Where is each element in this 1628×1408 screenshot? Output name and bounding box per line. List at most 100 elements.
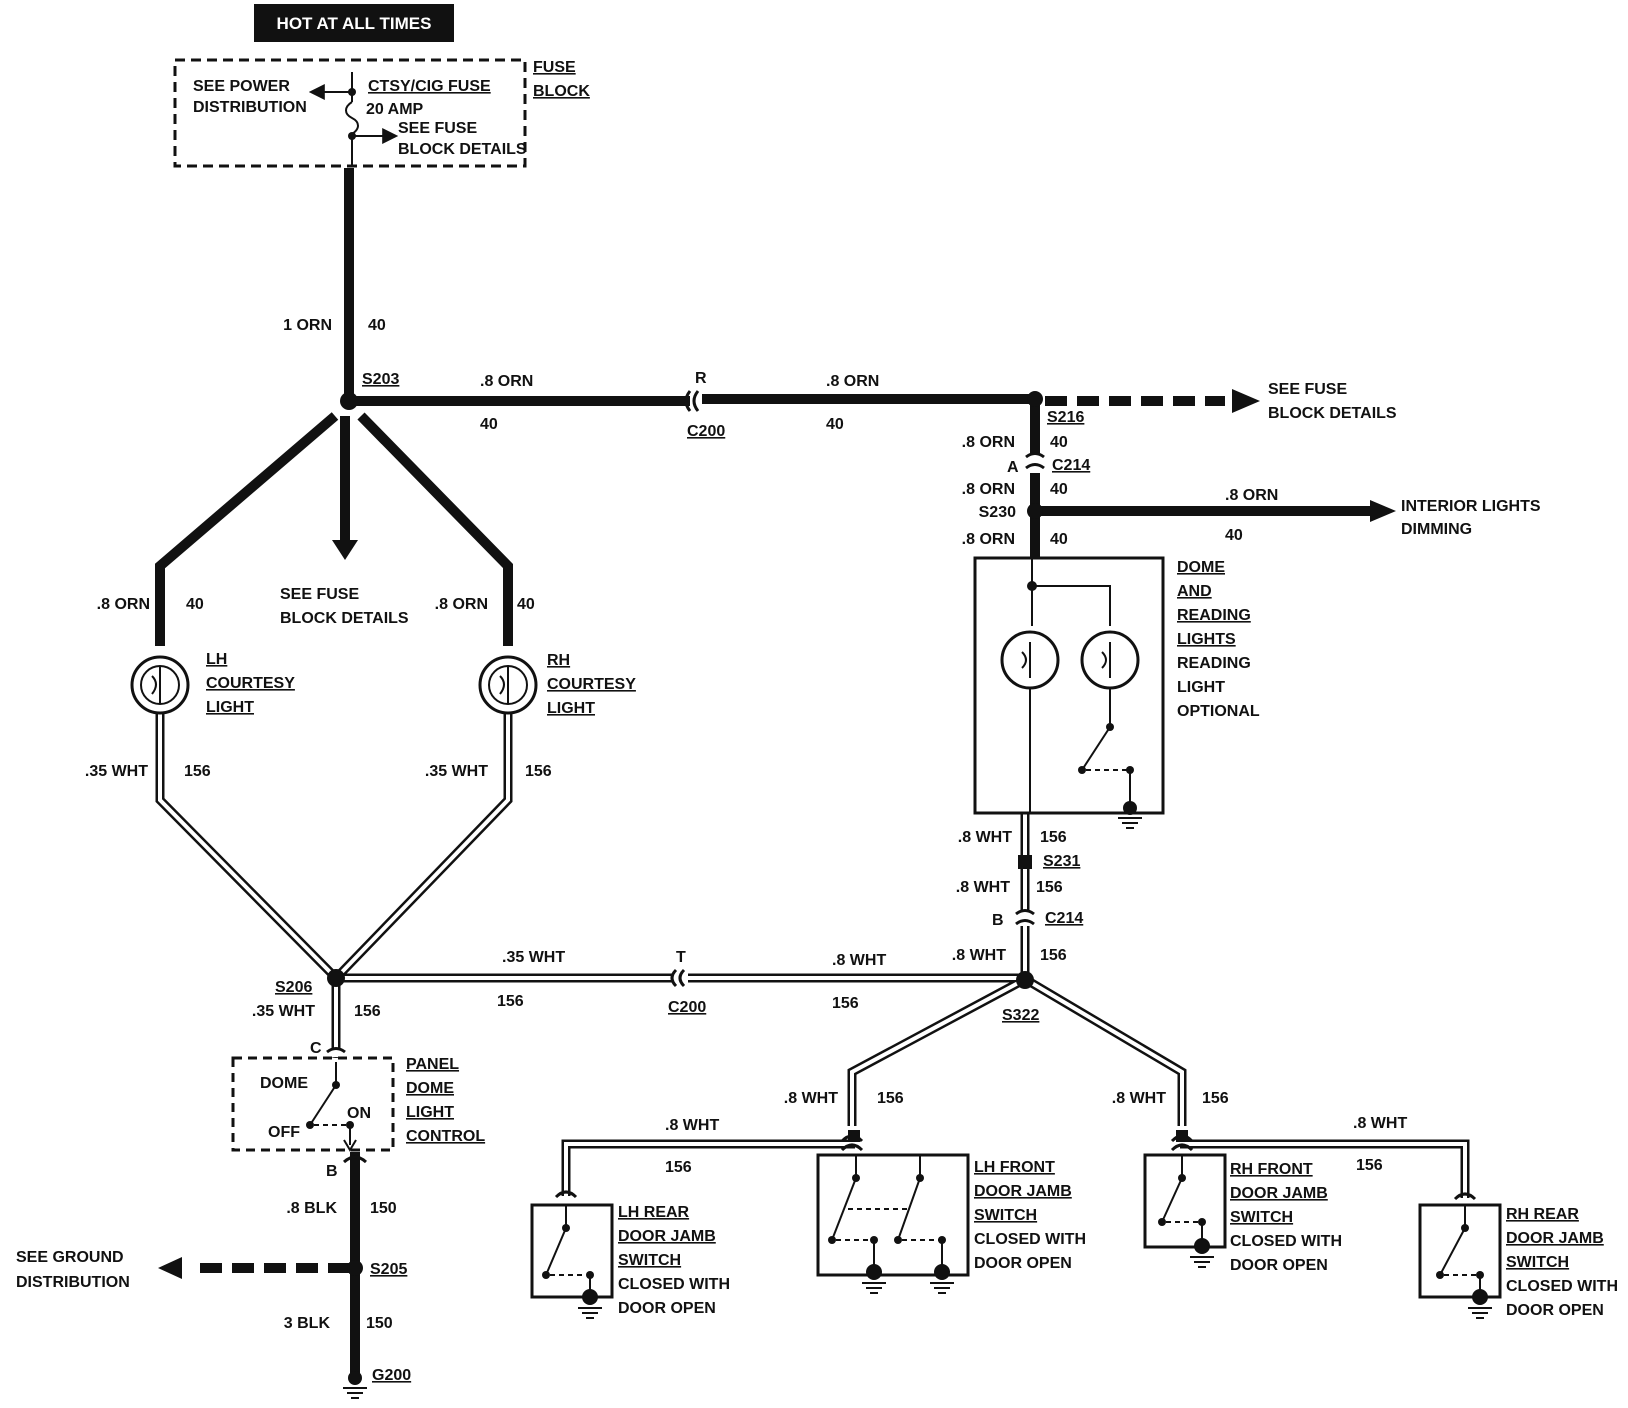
- dimming-1: INTERIOR LIGHTS: [1401, 498, 1541, 515]
- lh-front-door-jamb-switch: [816, 1130, 970, 1294]
- lh-courtesy-label-1: LH: [206, 651, 227, 668]
- c200-t-pin: T: [676, 949, 686, 966]
- ground-note-1: SEE GROUND: [16, 1249, 124, 1266]
- panel-dome-light-control: DOME OFF ON: [231, 1056, 395, 1152]
- c200-right-gauge: .8 ORN: [826, 373, 879, 390]
- panel-label-2: DOME: [406, 1080, 454, 1097]
- c214a-gauge: .8 ORN: [962, 481, 1015, 498]
- s203-label: S203: [362, 371, 399, 388]
- panel-switch-blade: [309, 1084, 337, 1126]
- s216-fuse-2: BLOCK DETAILS: [1268, 405, 1397, 422]
- s322-node: [1016, 971, 1034, 989]
- rhf-label-2: DOOR JAMB: [1230, 1185, 1328, 1202]
- c200t-right-gauge: .8 WHT: [832, 952, 886, 969]
- lhr-label-2: DOOR JAMB: [618, 1228, 716, 1245]
- center-fuse-1: SEE FUSE: [280, 586, 359, 603]
- lhf-circuit: 156: [877, 1090, 904, 1107]
- rhr-ground-icon: [1468, 1307, 1492, 1319]
- splice-nodes: [327, 391, 1043, 1276]
- rhf-circuit: 156: [1202, 1090, 1229, 1107]
- c214-a-pin: A: [1007, 459, 1019, 476]
- panel-c-pin: C: [310, 1040, 322, 1057]
- lh-rear-door-jamb-switch: [530, 1190, 614, 1319]
- s203-right-circuit: 40: [480, 416, 498, 433]
- fuse-name: CTSY/CIG FUSE: [368, 78, 491, 95]
- banner-text: HOT AT ALL TIMES: [277, 14, 432, 33]
- s205-node: [347, 1260, 363, 1276]
- lh-courtesy-label-3: LIGHT: [206, 699, 254, 716]
- rhr-circuit: 156: [1356, 1157, 1383, 1174]
- lhr-gauge: .8 WHT: [665, 1117, 719, 1134]
- s231-gauge: .8 WHT: [956, 879, 1010, 896]
- lh-circuit: 40: [186, 596, 204, 613]
- s206-right-circuit: 156: [497, 993, 524, 1010]
- fuse-input-node: [348, 88, 356, 96]
- dimming-arrow: [1370, 500, 1396, 522]
- fuse-details-1: SEE FUSE: [398, 120, 477, 137]
- center-fuse-details-arrow: [332, 540, 358, 560]
- c200t-right-circuit: 156: [832, 995, 859, 1012]
- lhf-to-lhr-wire: [561, 1139, 855, 1196]
- main-gauge: 1 ORN: [283, 317, 332, 334]
- dome-out-gauge: .8 WHT: [958, 829, 1012, 846]
- s322-label: S322: [1002, 1007, 1039, 1024]
- panel-out-circuit: 150: [370, 1200, 397, 1217]
- c214-b-pin: B: [992, 912, 1004, 929]
- c200-r-connector: [684, 390, 700, 412]
- panel-on-label: ON: [347, 1105, 371, 1122]
- rh-wht-gauge: .35 WHT: [425, 763, 488, 780]
- dimming-2: DIMMING: [1401, 521, 1472, 538]
- rh-courtesy-label-1: RH: [547, 652, 570, 669]
- lh-courtesy-feed-wire: [155, 412, 339, 646]
- panel-b-pin: B: [326, 1163, 338, 1180]
- dome-reading-lights: [973, 556, 1165, 829]
- panel-out-gauge: .8 BLK: [286, 1200, 337, 1217]
- c200-t-connector: [670, 968, 686, 988]
- s205-label: S205: [370, 1261, 407, 1278]
- rhf-label-5: DOOR OPEN: [1230, 1257, 1328, 1274]
- panel-dome-label: DOME: [260, 1075, 308, 1092]
- dome-out-circuit: 156: [1040, 829, 1067, 846]
- lhf-label-2: DOOR JAMB: [974, 1183, 1072, 1200]
- dome-label-6: LIGHT: [1177, 679, 1225, 696]
- s231-circuit: 156: [1036, 879, 1063, 896]
- s230-down-gauge: .8 ORN: [962, 531, 1015, 548]
- lhr-label-5: DOOR OPEN: [618, 1300, 716, 1317]
- rh-front-door-jamb-switch: [1143, 1130, 1227, 1268]
- rhr-label-3: SWITCH: [1506, 1254, 1569, 1271]
- s230-right-gauge: .8 ORN: [1225, 487, 1278, 504]
- fuse-element-icon: [345, 101, 359, 135]
- ground-note-2: DISTRIBUTION: [16, 1274, 130, 1291]
- panel-label-1: PANEL: [406, 1056, 459, 1073]
- rhf-label-3: SWITCH: [1230, 1209, 1293, 1226]
- see-power-2: DISTRIBUTION: [193, 99, 307, 116]
- fuse-block: FUSE BLOCK SEE POWER DISTRIBUTION CTSY/C…: [173, 58, 590, 168]
- lhf-label-3: SWITCH: [974, 1207, 1037, 1224]
- rh-courtesy-feed-wire: [357, 412, 513, 646]
- rh-circuit: 40: [517, 596, 535, 613]
- lhr-ground-icon: [578, 1307, 602, 1319]
- dome-ground-icon: [1118, 817, 1142, 829]
- dome-label-5: READING: [1177, 655, 1251, 672]
- s203-right-gauge: .8 ORN: [480, 373, 533, 390]
- rh-bulb-icon: [499, 666, 509, 704]
- component-labels: LH COURTESY LIGHT RH COURTESY LIGHT DOME…: [206, 559, 1618, 1319]
- s206-label: S206: [275, 979, 312, 996]
- splice-connector-labels: S203 S216 S230 S231 S206 S322 S205 G200 …: [275, 370, 1090, 1384]
- g200-label: G200: [372, 1367, 411, 1384]
- rhr-label-4: CLOSED WITH: [1506, 1278, 1618, 1295]
- lhf-label-4: CLOSED WITH: [974, 1231, 1086, 1248]
- fuse-rating: 20 AMP: [366, 101, 424, 118]
- c214b-gauge: .8 WHT: [952, 947, 1006, 964]
- c214-a-label: C214: [1052, 457, 1090, 474]
- lhf-label-1: LH FRONT: [974, 1159, 1055, 1176]
- lhr-circuit: 156: [665, 1159, 692, 1176]
- s216-fuse-1: SEE FUSE: [1268, 381, 1347, 398]
- c214-b-label: C214: [1045, 910, 1083, 927]
- dome-label-1: DOME: [1177, 559, 1225, 576]
- c214-b-connector: [1015, 909, 1035, 926]
- panel-label-3: LIGHT: [406, 1104, 454, 1121]
- rh-courtesy-ground-wire: [336, 712, 513, 978]
- rhf-label-4: CLOSED WITH: [1230, 1233, 1342, 1250]
